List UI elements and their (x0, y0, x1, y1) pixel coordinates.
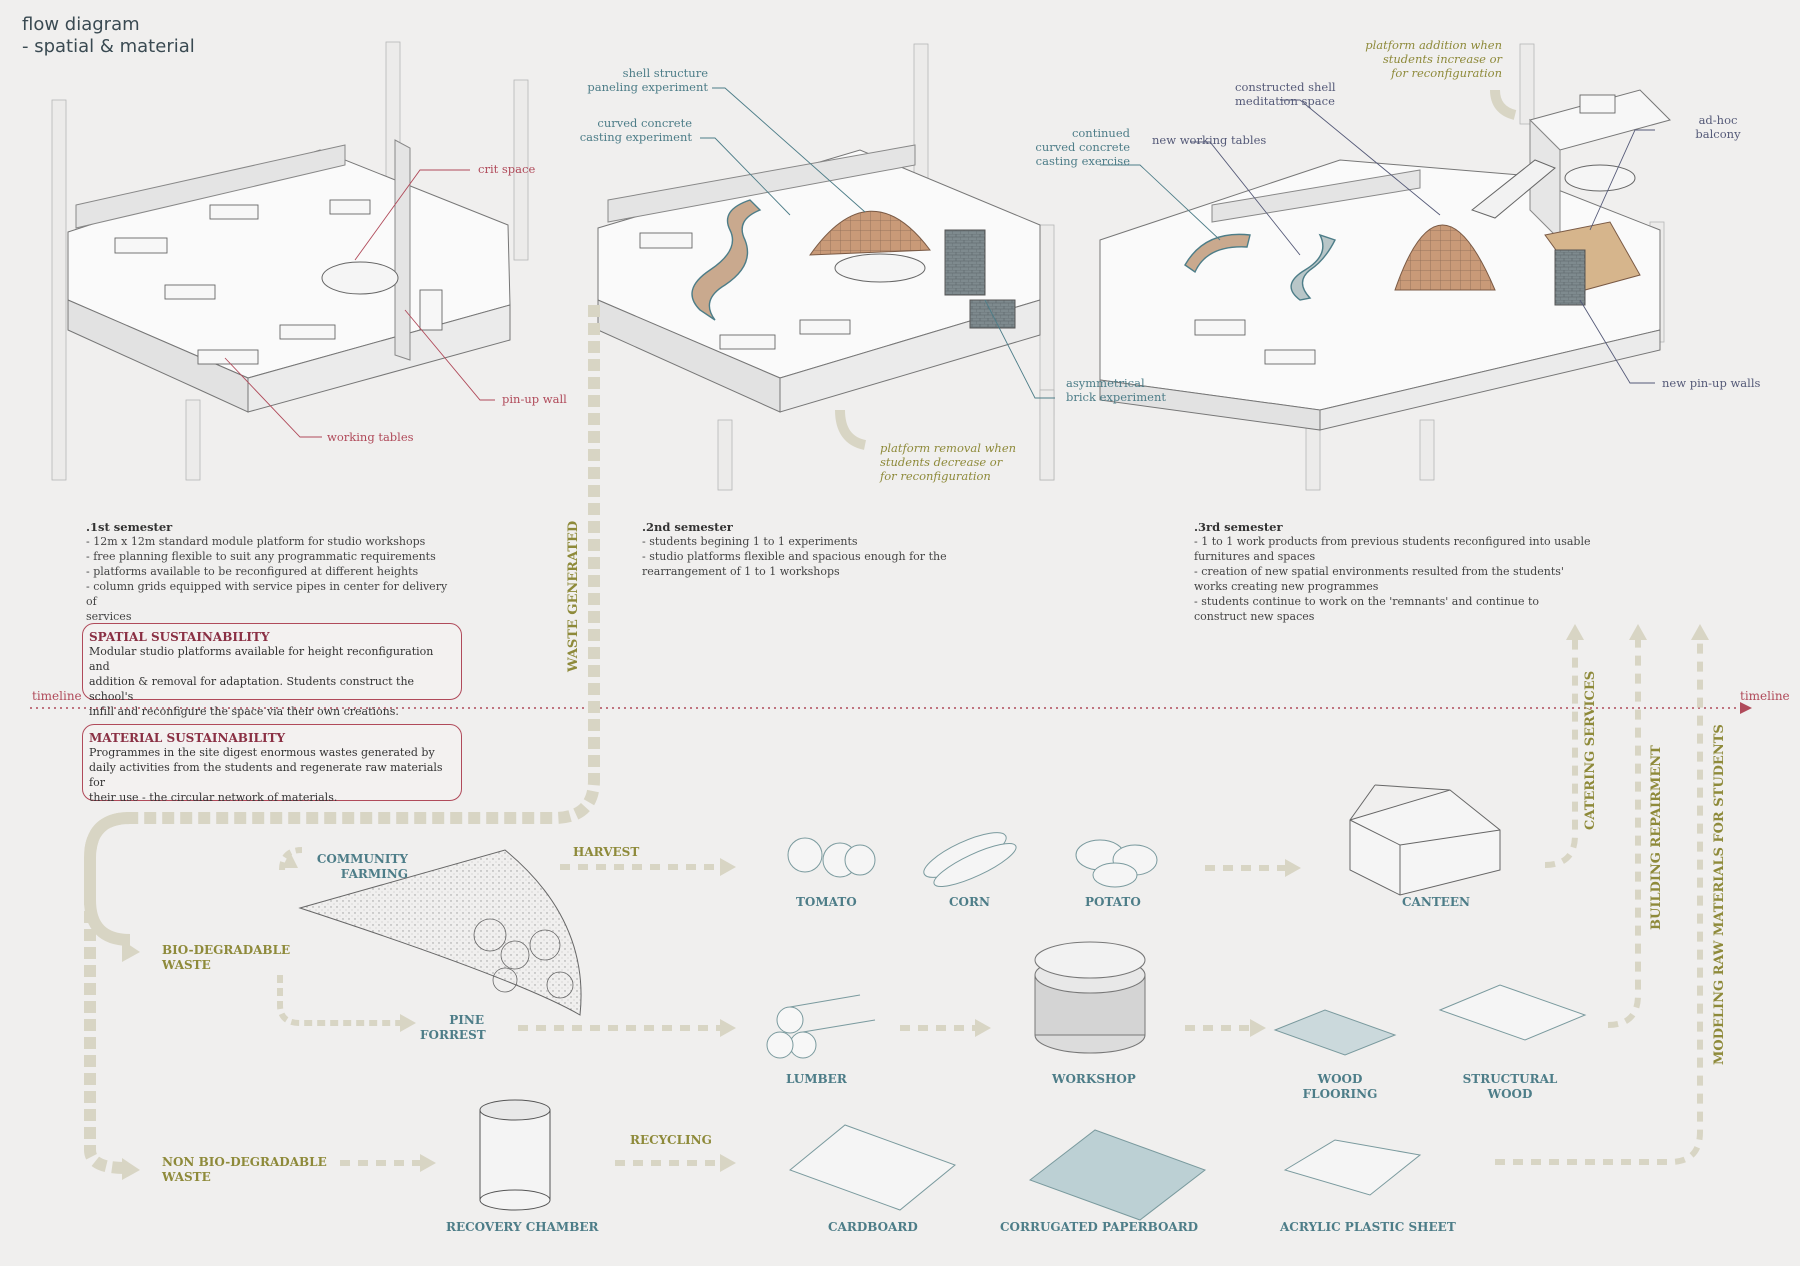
corn-icon (923, 832, 1017, 887)
recovery-chamber-icon (479, 1099, 551, 1211)
label-new-pin-up-walls: new pin-up walls (1662, 376, 1761, 390)
removal-arrow (835, 409, 867, 450)
label-cardboard: CARDBOARD (828, 1220, 918, 1234)
label-catering-services: CATERING SERVICES (1583, 670, 1598, 830)
platform-1st-semester (67, 139, 511, 413)
label-corrugated-paperboard: CORRUGATED PAPERBOARD (1000, 1220, 1199, 1234)
label-tomato: TOMATO (796, 895, 857, 909)
wood-flooring-icon (1273, 1009, 1397, 1056)
label-lumber: LUMBER (786, 1072, 847, 1086)
label-corn: CORN (949, 895, 990, 909)
title-line-2: - spatial & material (22, 36, 195, 57)
label-acrylic-plastic-sheet: ACRYLIC PLASTIC SHEET (1280, 1220, 1456, 1234)
potato-icon (1075, 839, 1158, 888)
semester-3-text: .3rd semester - 1 to 1 work products fro… (1194, 520, 1591, 623)
platform-2nd-semester (597, 144, 1041, 413)
platform-3rd-semester (1099, 89, 1671, 431)
semester-2-text: .2nd semester - students begining 1 to 1… (642, 520, 947, 578)
label-waste-generated: WASTE GENERATED (566, 520, 581, 672)
label-canteen: CANTEEN (1402, 895, 1471, 909)
tomato-icon (787, 837, 876, 878)
farm-landscape (298, 849, 582, 1016)
workshop-icon (1034, 941, 1146, 1054)
pine-trees (473, 918, 574, 999)
addition-arrow (1490, 89, 1517, 120)
annotation-leaders (224, 87, 1655, 438)
semester-1-text: .1st semester - 12m x 12m standard modul… (86, 520, 448, 623)
label-harvest: HARVEST (573, 845, 640, 859)
timeline-label-right: timeline (1740, 689, 1790, 703)
cardboard-icon (789, 1124, 956, 1211)
label-modeling-raw-materials: MODELING RAW MATERIALS FOR STUDENTS (1712, 724, 1727, 1065)
label-building-repairment: BUILDING REPAIRMENT (1649, 745, 1664, 930)
flow-arrowheads (122, 624, 1709, 1180)
structural-wood-icon (1438, 984, 1587, 1041)
label-working-tables: working tables (327, 430, 414, 444)
lumber-icon (766, 994, 876, 1059)
label-potato: POTATO (1085, 895, 1141, 909)
canteen-icon (1349, 784, 1501, 896)
timeline-label-left: timeline (32, 689, 82, 703)
label-pin-up-wall: pin-up wall (502, 392, 567, 406)
label-workshop: WORKSHOP (1052, 1072, 1136, 1086)
label-recovery-chamber: RECOVERY CHAMBER (446, 1220, 599, 1234)
label-crit-space: crit space (478, 162, 536, 176)
label-new-working-tables: new working tables (1152, 133, 1267, 147)
material-sustainability-box: MATERIAL SUSTAINABILITY Programmes in th… (82, 724, 462, 804)
acrylic-icon (1283, 1139, 1422, 1196)
flow-paths (84, 305, 1703, 1174)
title-line-1: flow diagram (22, 14, 140, 35)
timeline-arrowhead (1740, 702, 1752, 714)
spatial-sustainability-box: SPATIAL SUSTAINABILITY Modular studio pl… (82, 623, 462, 718)
diagram-title: flow diagram - spatial & material (22, 14, 195, 58)
label-recycling: RECYCLING (630, 1133, 712, 1147)
corrugated-icon (1028, 1129, 1207, 1221)
